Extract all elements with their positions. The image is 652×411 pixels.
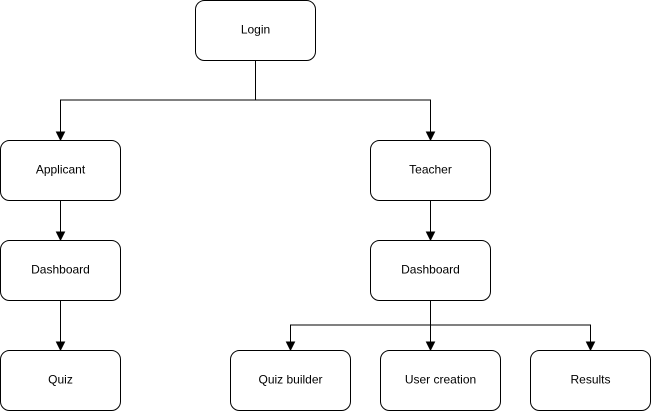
node-teacher-dashboard: Dashboard (370, 240, 491, 301)
node-login: Login (195, 0, 316, 61)
arrowhead-quiz (55, 341, 66, 352)
node-applicant-dashboard: Dashboard (0, 240, 121, 301)
node-teacher: Teacher (370, 140, 491, 201)
edge-dashboard-results (430, 324, 591, 344)
edges-layer (55, 60, 596, 352)
node-user-creation-label: User creation (405, 373, 476, 387)
arrowhead-applicant-dashboard (55, 231, 66, 242)
node-teacher-box (370, 140, 491, 201)
arrowhead-teacher (425, 131, 436, 142)
arrowhead-user-creation (425, 341, 436, 352)
node-results-label: Results (570, 373, 610, 387)
node-user-creation: User creation (380, 350, 501, 411)
node-applicant-label: Applicant (36, 163, 86, 177)
node-applicant-box (0, 140, 121, 201)
arrowhead-applicant (55, 131, 66, 142)
node-quiz-label: Quiz (48, 373, 73, 387)
edge-login-applicant (60, 60, 256, 134)
node-quiz: Quiz (0, 350, 121, 411)
edge-dashboard-quiz-builder (290, 300, 431, 344)
node-teacher-dashboard-label: Dashboard (401, 263, 460, 277)
node-teacher-label: Teacher (409, 163, 452, 177)
node-applicant-dashboard-label: Dashboard (31, 263, 90, 277)
arrowhead-results (585, 341, 596, 352)
node-quiz-builder: Quiz builder (230, 350, 351, 411)
node-applicant: Applicant (0, 140, 121, 201)
arrowhead-quiz-builder (285, 341, 296, 352)
node-applicant-dashboard-box (0, 240, 121, 301)
arrowhead-teacher-dashboard (425, 231, 436, 242)
node-teacher-dashboard-box (370, 240, 491, 301)
node-login-label: Login (241, 23, 270, 37)
node-results: Results (530, 350, 651, 411)
node-login-box (195, 0, 316, 61)
node-quiz-builder-label: Quiz builder (258, 373, 322, 387)
edge-login-teacher (255, 99, 431, 134)
